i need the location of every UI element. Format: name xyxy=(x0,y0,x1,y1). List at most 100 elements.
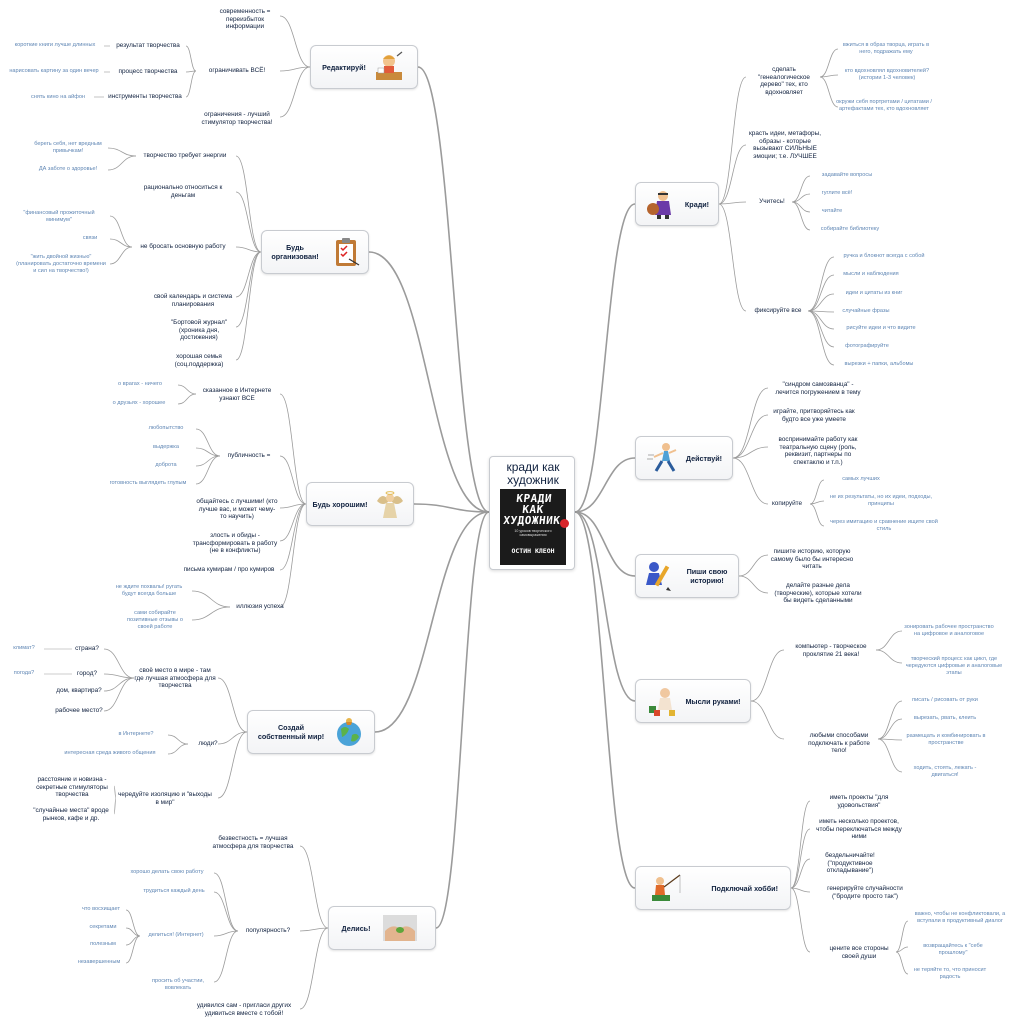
world-place-sub-2 xyxy=(103,677,135,692)
good-public-d: готовность выглядеть глупым xyxy=(109,480,187,486)
good-internet-a: о врагах - ничего xyxy=(118,381,162,387)
act-branch-0 xyxy=(732,387,769,459)
hobby-soul-sub-0 xyxy=(895,920,909,953)
topic-write-story-title: Пиши свою историю! xyxy=(686,567,728,585)
good-internet: сказанное в Интернете узнают ВСЕ xyxy=(202,387,272,402)
good-internet-b: о друзьях - хорошее xyxy=(112,400,166,406)
act-copy-sub-2 xyxy=(809,503,825,527)
hands-body-b: вырезать, рвать, клеить xyxy=(913,715,977,721)
hands-branch-0 xyxy=(750,649,785,702)
world-alternate: чередуйте изоляцию и "выходы в мир" xyxy=(118,791,212,806)
trunk-edit xyxy=(417,66,490,513)
edit-constraints: ограничения - лучший стимулятор творчест… xyxy=(201,111,273,126)
topic-organized[interactable]: Будь организован! xyxy=(261,230,369,274)
steal-learn-sub-1 xyxy=(791,193,811,203)
hobby-branch-3 xyxy=(790,887,811,893)
central-topic[interactable]: кради как художник КРАДИ КАК ХУДОЖНИК 10… xyxy=(489,456,575,570)
share-pop-a: хорошо делать свою работу xyxy=(130,869,204,875)
org-job-a: "финансовый прожиточный минимум" xyxy=(23,210,95,223)
world-place-sub-3 xyxy=(103,677,135,712)
steal-learn-sub-0 xyxy=(791,175,811,203)
steal-branch-1 xyxy=(718,144,747,205)
steal-rec-e: рисуйте идеи и что видите xyxy=(846,325,916,331)
act-branch-3 xyxy=(732,457,769,505)
world-place-sub-0 xyxy=(103,648,135,679)
hobby-soul-b: возвращайтесь к "себе прошлому" xyxy=(923,943,983,956)
steal-branch-3 xyxy=(718,203,747,312)
topic-act[interactable]: Действуй! xyxy=(635,436,733,480)
steal-learn-sub-3 xyxy=(791,201,811,231)
good-branch-1 xyxy=(279,455,307,505)
central-title: кради как художник xyxy=(490,461,576,487)
edit-limit-sub-2 xyxy=(185,70,197,98)
edit-limit-result: результат творчества xyxy=(116,42,180,49)
central-title-line2: художник xyxy=(507,473,559,487)
edit-limit-sub-1 xyxy=(185,70,197,73)
org-energy-b: ДА заботе о здоровье! xyxy=(38,166,98,172)
steal-rec-d: случайные фразы xyxy=(842,308,890,314)
topic-steal[interactable]: Кради! xyxy=(635,182,719,226)
world-home: дом, квартира? xyxy=(56,687,102,694)
good-illusion: иллюзия успеха xyxy=(236,603,284,610)
book-cover-subtitle: 10 уроков творческого самовыражения xyxy=(514,529,552,538)
topic-think-hands-title: Мысли руками! xyxy=(685,696,741,706)
steal-learn-b: гуглите всё! xyxy=(821,190,853,196)
world-people-a: в Интернете? xyxy=(118,731,154,737)
steal-tree-a: вжиться в образ творца, играть в него, п… xyxy=(842,42,930,55)
topic-think-hands[interactable]: Мысли руками! xyxy=(635,679,751,723)
good-branch-5 xyxy=(279,503,307,608)
steal-tree-c: окружи себя портретами / цитатами / арте… xyxy=(836,99,932,112)
steal-record-sub-6 xyxy=(807,310,835,366)
steal-record-sub-5 xyxy=(807,310,835,348)
edit-example-result: короткие книги лучше длинных xyxy=(14,42,96,48)
steal-branch-2 xyxy=(718,201,747,205)
good-public-a: любопытство xyxy=(148,425,184,431)
steal-record: фиксируйте все xyxy=(754,307,802,314)
act-copy-a: самых лучших xyxy=(842,476,880,482)
steal-tree-sub-0 xyxy=(819,48,839,78)
steal-rec-c: идеи и цитаты из книг xyxy=(845,290,903,296)
good-public-sub-1 xyxy=(195,447,221,457)
hobby-branch-2 xyxy=(790,858,811,889)
topic-create-world[interactable]: Создай собственный мир! xyxy=(247,710,375,754)
running-man-icon xyxy=(646,443,677,472)
trunk-organized xyxy=(368,251,490,513)
share-pop-sub-0 xyxy=(213,872,239,932)
share-obscurity: безвестность = лучшая атмосфера для твор… xyxy=(212,835,294,850)
story-branch-1 xyxy=(738,575,769,594)
central-title-line1: кради как xyxy=(506,460,560,474)
org-job-sub-2 xyxy=(109,246,133,265)
trunk-act xyxy=(574,457,636,513)
hands-body-sub-1 xyxy=(877,718,903,740)
topic-edit[interactable]: Редактируй! xyxy=(310,45,418,89)
trunk-steal xyxy=(574,203,636,513)
steal-rec-g: вырезки + папки, альбомы xyxy=(844,361,914,367)
good-public-sub-2 xyxy=(195,455,221,467)
topic-share[interactable]: Делись! xyxy=(328,906,436,950)
org-job-b: связи xyxy=(82,235,98,241)
act-copy-c: через имитацию и сравнение ищите свой ст… xyxy=(830,519,938,532)
edit-example-tools: снять кино на айфон xyxy=(30,94,86,100)
good-public-c: доброта xyxy=(155,462,177,468)
trunk-share xyxy=(435,511,490,929)
topic-write-story[interactable]: Пиши свою историю! xyxy=(635,554,739,598)
steal-rec-a: ручка и блокнот всегда с собой xyxy=(843,253,925,259)
share-branch-0 xyxy=(299,845,329,929)
world-workplace: рабочее место? xyxy=(55,707,103,714)
good-illusion-sub-0 xyxy=(191,590,231,608)
story-branch-0 xyxy=(738,554,769,577)
trunk-think-hands xyxy=(574,511,636,702)
topic-be-nice[interactable]: Будь хорошим! xyxy=(306,482,414,526)
good-branch-2 xyxy=(279,503,307,509)
globe-icon xyxy=(337,718,361,746)
share-share-d: незавершенным xyxy=(77,959,121,965)
hobby-random: генерируйте случайности ("бродите просто… xyxy=(827,885,903,900)
topic-share-title: Делись! xyxy=(341,923,371,933)
hands-body-a: писать / рисовать от руки xyxy=(912,697,978,703)
world-alternate-sub-1 xyxy=(113,797,117,815)
hobby-soul-c: не теряйте то, что приносит радость xyxy=(913,967,987,980)
world-climate: климат? xyxy=(13,645,35,651)
topic-hobby[interactable]: Подключай хобби! xyxy=(635,866,791,910)
edit-branch-2 xyxy=(279,66,311,118)
